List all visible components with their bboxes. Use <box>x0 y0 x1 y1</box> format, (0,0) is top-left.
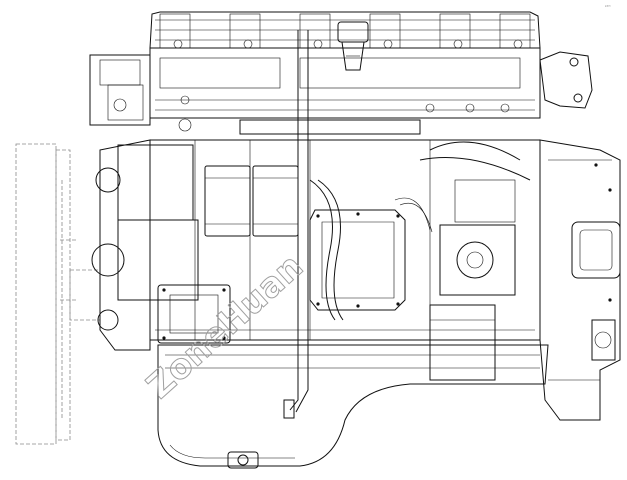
flywheel-housing <box>539 139 621 421</box>
lifting-bracket <box>539 51 593 109</box>
watermark-text: ZoneHuan <box>139 246 311 406</box>
watermark: ZoneHuan <box>139 246 312 407</box>
dipstick-tube <box>283 30 309 419</box>
oil-cooler-cover <box>309 209 406 311</box>
oil-filler-cap <box>337 21 369 71</box>
front-timing-cover <box>91 139 199 351</box>
starter-motor <box>429 304 496 381</box>
oil-drain-plug <box>227 451 259 469</box>
oil-pan <box>157 344 549 467</box>
oil-filter-cartridges <box>204 165 299 237</box>
front-gear-cover-plate <box>157 284 231 344</box>
corner-mark: ᵖᵃᵐ <box>605 4 611 9</box>
hose-lines <box>309 179 433 321</box>
fuel-pump <box>419 141 531 296</box>
dashed-fan-outline <box>15 143 101 445</box>
valve-cover <box>149 11 541 49</box>
front-accessory-block <box>89 54 151 126</box>
